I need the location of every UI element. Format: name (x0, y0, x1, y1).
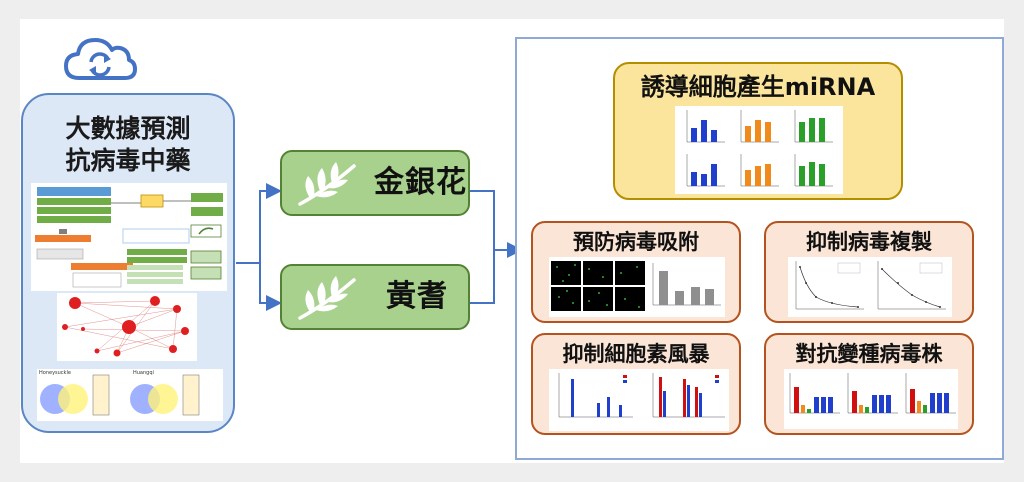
herb-label: 黃耆 (386, 279, 448, 314)
leaf-branch-icon (296, 160, 360, 208)
effect-figure (784, 369, 958, 429)
herb-label: 金銀花 (374, 165, 467, 200)
effect-figure (788, 257, 952, 317)
venn-right-title: Huangqi (133, 370, 154, 376)
effect-box-variant-strains: 對抗變種病毒株 (764, 333, 974, 435)
mirna-bar-panels (675, 106, 843, 194)
mirna-box: 誘導細胞產生miRNA (613, 62, 903, 200)
leaf-branch-icon (296, 274, 360, 322)
big-data-panel: 大數據預測 抗病毒中藥 (21, 93, 235, 433)
herb-huangqi-box: 黃耆 (280, 264, 470, 330)
network-figure (57, 293, 197, 361)
venn-figure: Honeysuckle Huangqi (37, 369, 223, 421)
effect-box-prevent-adsorption: 預防病毒吸附 (531, 221, 741, 323)
workflow-figure (31, 183, 227, 291)
effect-title: 抑制病毒複製 (806, 230, 932, 254)
effect-title: 預防病毒吸附 (573, 230, 699, 254)
cloud-sync-icon (63, 34, 137, 82)
herb-honeysuckle-box: 金銀花 (280, 150, 470, 216)
panel-title-line2: 抗病毒中藥 (65, 146, 191, 175)
effect-box-cytokine-storm: 抑制細胞素風暴 (531, 333, 741, 435)
effect-title: 抑制細胞素風暴 (562, 342, 710, 366)
effect-figure (549, 369, 729, 431)
effect-title: 對抗變種病毒株 (795, 342, 943, 366)
mirna-title: 誘導細胞產生miRNA (640, 73, 876, 101)
venn-left-title: Honeysuckle (39, 370, 71, 376)
effect-figure (549, 257, 725, 317)
panel-title-line1: 大數據預測 (65, 114, 191, 143)
effect-box-inhibit-replication: 抑制病毒複製 (764, 221, 974, 323)
